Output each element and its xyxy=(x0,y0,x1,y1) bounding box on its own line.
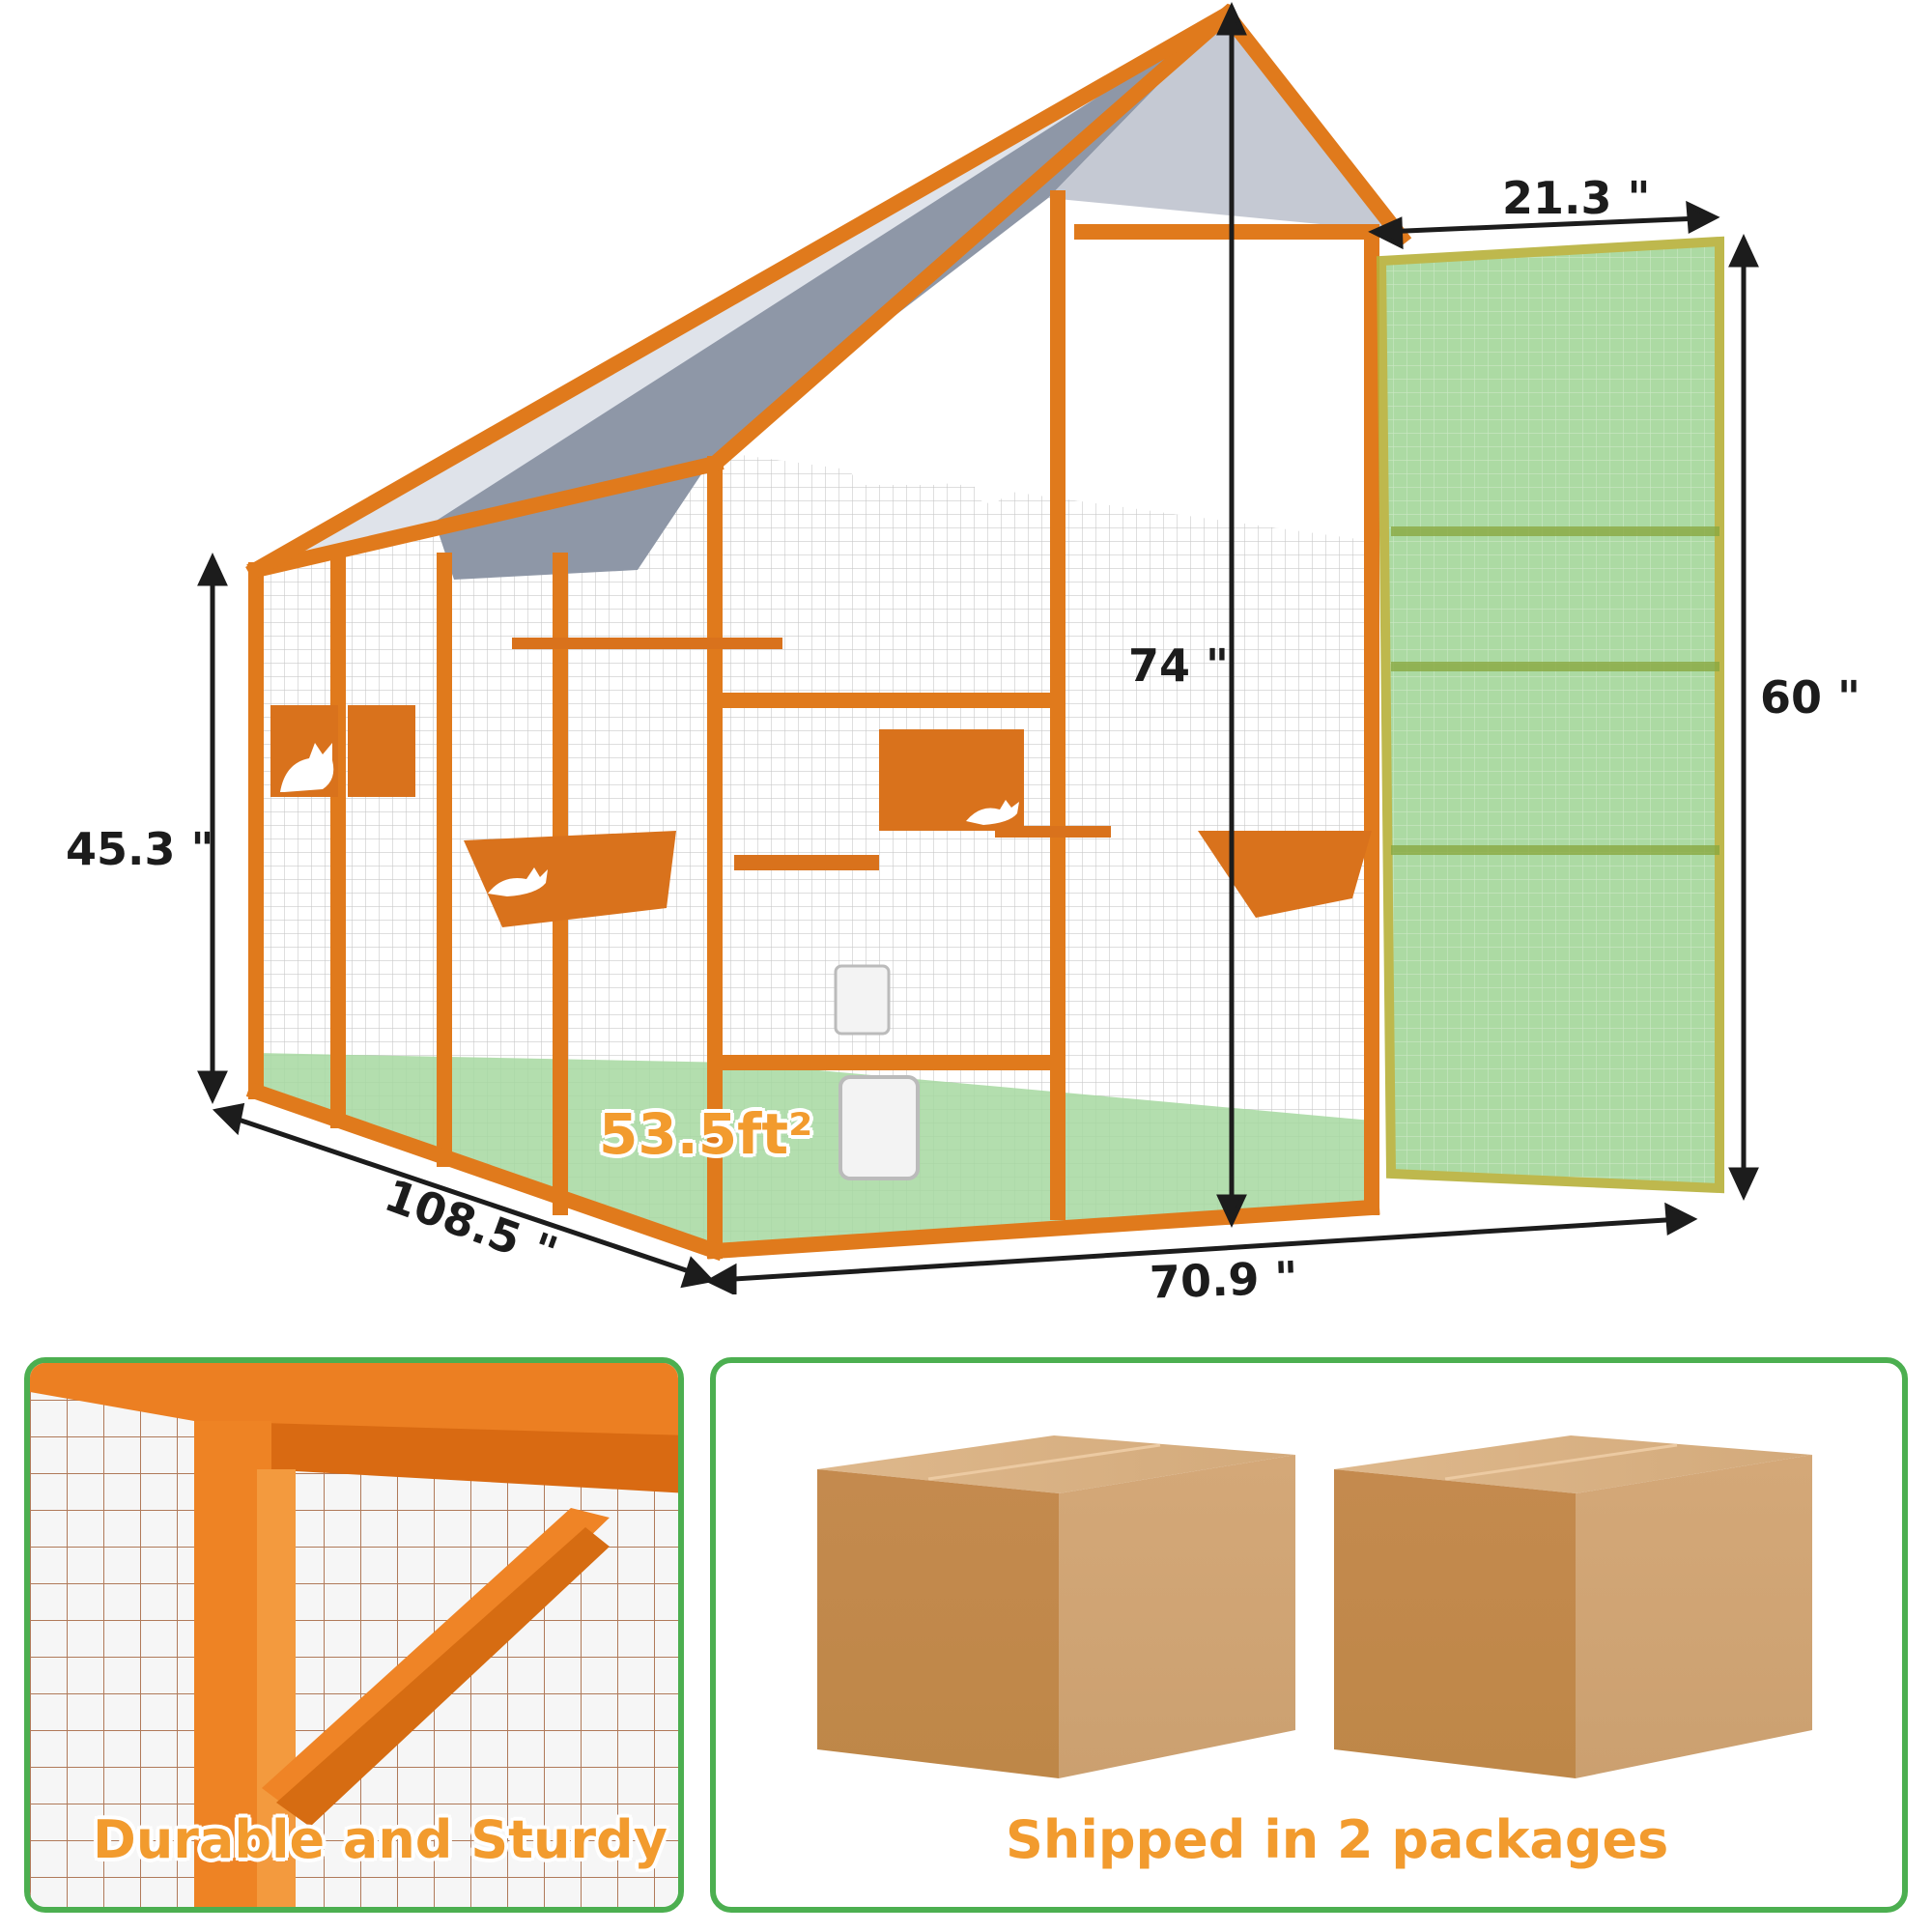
panel-shipping-caption: Shipped in 2 packages xyxy=(1006,1809,1669,1870)
panel-shipping: Shipped in 2 packages xyxy=(710,1357,1908,1913)
package-boxes xyxy=(817,1435,1812,1778)
dimension-front-width: 70.9 " xyxy=(1149,1251,1299,1309)
wood-frame-closeup xyxy=(30,1363,678,1907)
package-box-1 xyxy=(817,1435,1295,1778)
package-box-2 xyxy=(1334,1435,1812,1778)
panel-durable: Durable and Sturdy xyxy=(24,1357,684,1913)
cat-flap-upper xyxy=(834,964,891,1036)
cat-flap-lower xyxy=(838,1075,920,1180)
dimension-door-width: 21.3 " xyxy=(1502,172,1651,224)
dimension-total-height: 74 " xyxy=(1128,639,1229,692)
dimension-door-height: 60 " xyxy=(1760,671,1861,724)
dimension-side-height: 45.3 " xyxy=(66,823,214,875)
open-door xyxy=(1376,236,1724,1194)
catio-illustration xyxy=(197,2,1759,1294)
panel-durable-caption: Durable and Sturdy xyxy=(93,1809,668,1870)
floor-area-label: 53.5ft² xyxy=(599,1101,813,1167)
